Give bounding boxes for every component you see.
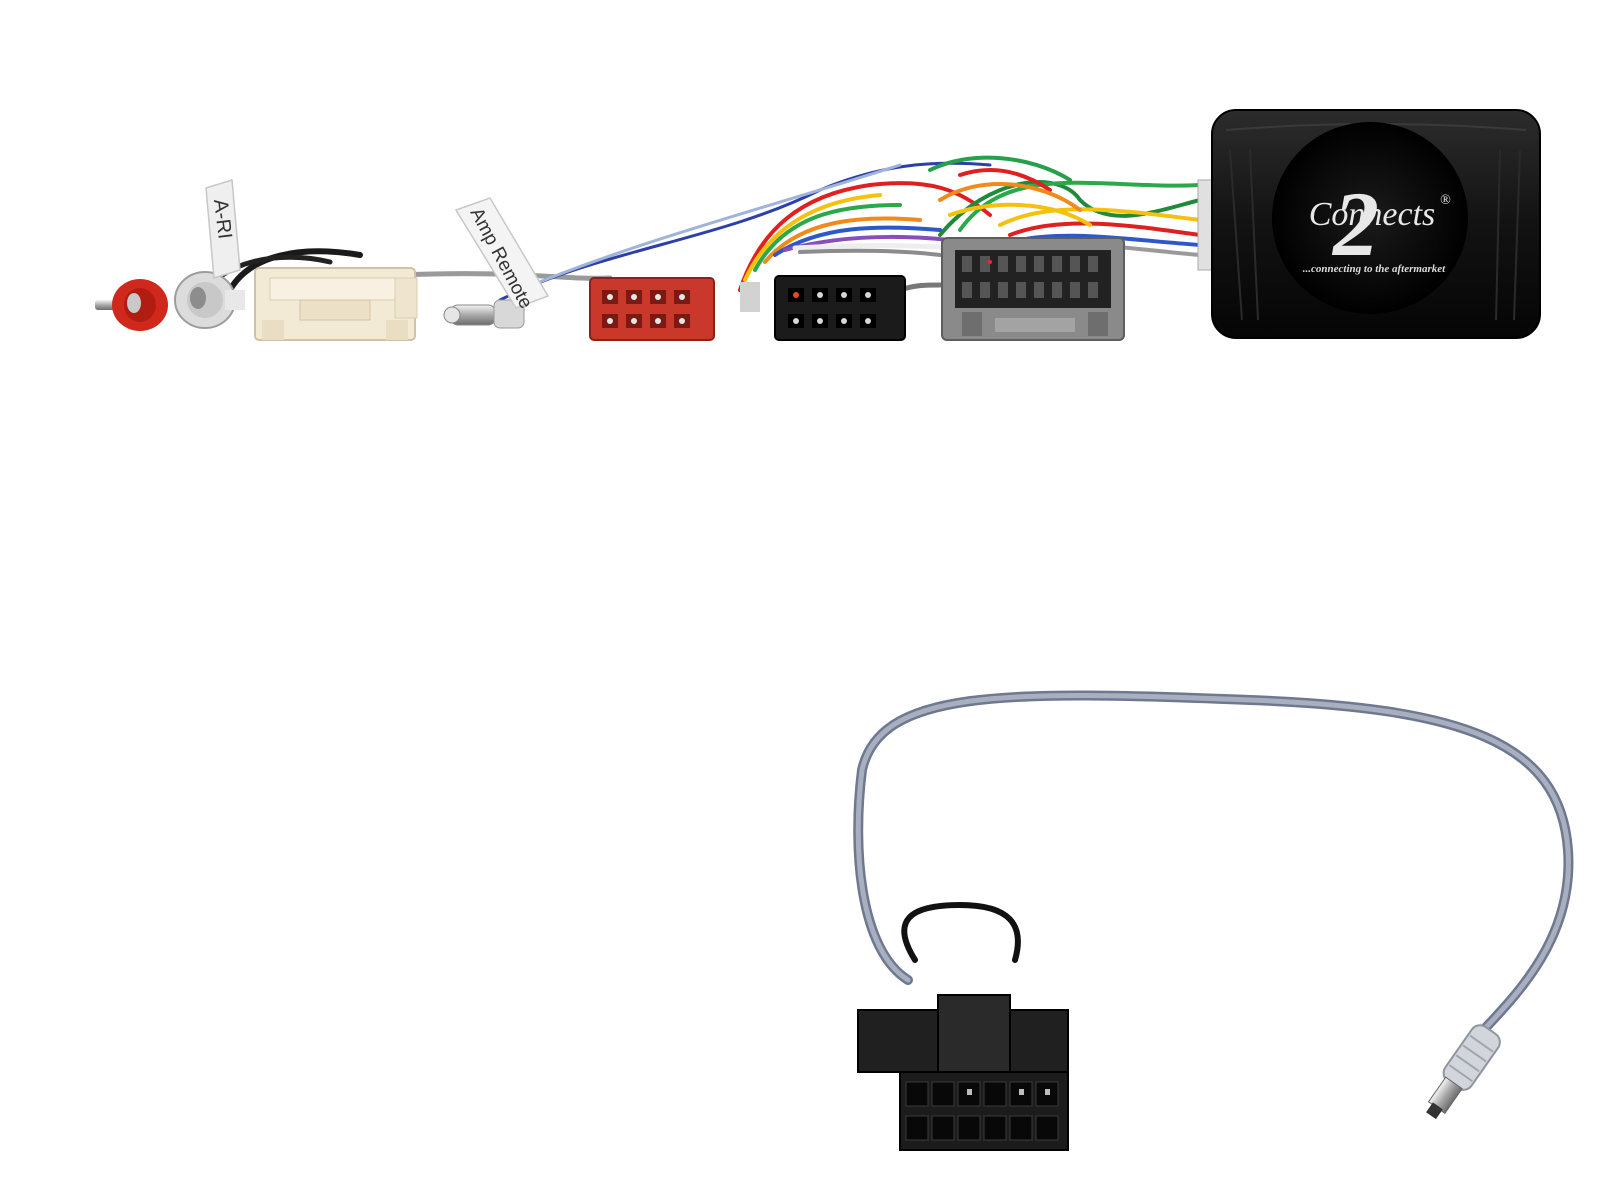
- module-brand-number: 2: [1331, 173, 1379, 275]
- flag-label-left-text: A-RI: [209, 198, 236, 240]
- antenna-plug-bottom: [1426, 1024, 1501, 1120]
- interface-module: 2 Connects ® ...connecting to the afterm…: [1197, 109, 1541, 339]
- red-iso-connector: [589, 277, 715, 341]
- module-registered-mark: ®: [1440, 193, 1451, 208]
- black-iso-connector: [740, 275, 906, 341]
- grey-vehicle-connector: [941, 237, 1125, 341]
- flag-label-right: Amp Remote: [454, 197, 550, 312]
- patch-cable: [853, 690, 1574, 1060]
- flag-label-left: A-RI: [205, 179, 241, 279]
- wire-bundle: [197, 155, 1202, 303]
- rca-plug-white: [174, 271, 245, 329]
- antenna-plug-top: [443, 299, 525, 329]
- module-tagline: ...connecting to the aftermarket: [1303, 263, 1446, 275]
- rca-plug-red: [95, 279, 168, 331]
- cream-connector: [254, 267, 418, 341]
- patch-connector: [857, 994, 1069, 1151]
- module-brand-name: Connects: [1309, 196, 1436, 233]
